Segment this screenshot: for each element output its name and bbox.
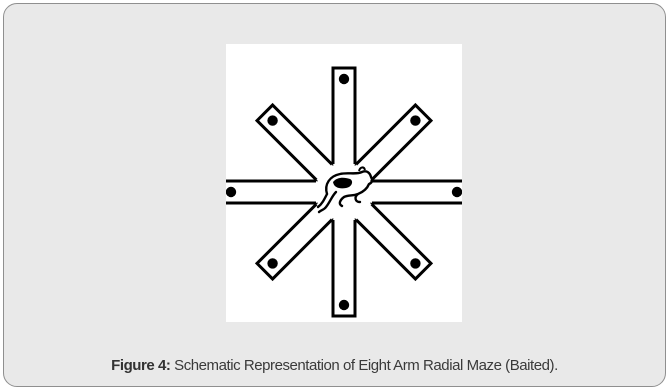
south-east-arm-bait bbox=[410, 258, 420, 268]
figure-card: Figure 4: Schematic Representation of Ei… bbox=[3, 3, 666, 387]
north-east-arm bbox=[356, 105, 431, 180]
figure-label: Figure 4: bbox=[111, 357, 170, 374]
radial-maze-diagram bbox=[226, 44, 462, 322]
figure-caption: Figure 4: Schematic Representation of Ei… bbox=[4, 357, 665, 374]
north-west-arm-bait bbox=[267, 115, 277, 125]
maze-baits bbox=[226, 74, 462, 310]
east-arm bbox=[372, 181, 462, 203]
south-west-arm bbox=[257, 204, 332, 279]
caption-text: Schematic Representation of Eight Arm Ra… bbox=[170, 357, 557, 374]
west-arm-bait bbox=[226, 187, 236, 197]
west-arm bbox=[226, 181, 316, 203]
south-arm-bait bbox=[339, 300, 349, 310]
east-arm-bait bbox=[452, 187, 462, 197]
south-east-arm bbox=[356, 204, 431, 279]
radial-maze-figure bbox=[226, 44, 462, 322]
north-arm-bait bbox=[339, 74, 349, 84]
south-west-arm-bait bbox=[267, 258, 277, 268]
rat-icon bbox=[318, 167, 372, 212]
north-east-arm-bait bbox=[410, 115, 420, 125]
north-west-arm bbox=[257, 105, 332, 180]
maze-arms bbox=[226, 68, 462, 316]
